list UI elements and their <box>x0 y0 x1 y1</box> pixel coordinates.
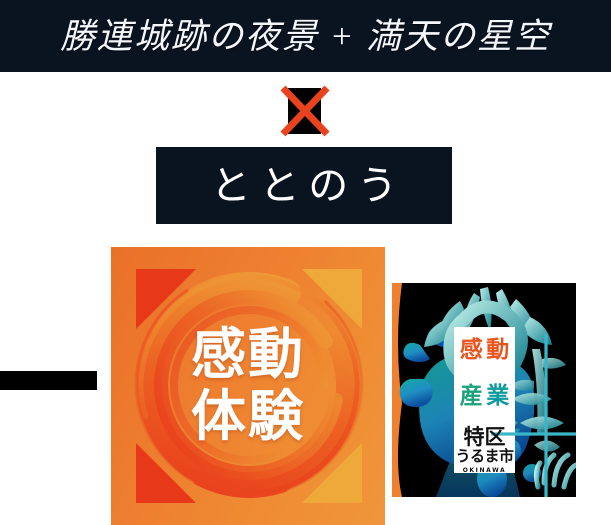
logo-tokku-text: 特区 <box>463 425 506 449</box>
logo-char-san: 産 <box>459 382 483 409</box>
uruma-logo-panel: 感 動 産 業 特区 うるま市 OKINAWA <box>392 283 576 497</box>
totonou-text: ととのう <box>210 162 407 208</box>
headline-banner: 勝連城跡の夜景 + 満天の星空 <box>0 0 611 72</box>
logo-city-name: うるま市 <box>455 447 514 465</box>
multiply-mark <box>280 85 330 137</box>
headline-text: 勝連城跡の夜景 + 満天の星空 <box>59 16 552 56</box>
logo-city-block: うるま市 OKINAWA <box>454 447 515 474</box>
kando-taiken-card: 感動 体験 <box>111 247 385 525</box>
brush-circle-icon <box>134 270 364 500</box>
cross-icon <box>280 85 330 137</box>
kando-label-group: 感動 体験 <box>111 247 385 525</box>
logo-char-gyo: 業 <box>486 382 510 409</box>
left-black-bar <box>0 371 97 390</box>
logo-romaji: OKINAWA <box>462 466 507 474</box>
logo-tokku: 特区 <box>458 424 511 451</box>
logo-char-do: 動 <box>486 336 510 363</box>
uruma-logo-card: 感 動 産 業 特区 うるま市 OKINAWA <box>454 327 576 497</box>
logo-row-top: 感 動 <box>458 327 511 373</box>
logo-grid-lines <box>491 333 576 497</box>
kando-line-2: 体験 <box>190 384 305 448</box>
logo-row-bottom: 産 業 <box>458 373 511 419</box>
kando-line-1: 感動 <box>190 322 305 387</box>
logo-char-kan: 感 <box>459 336 483 363</box>
totonou-box: ととのう <box>156 147 452 224</box>
